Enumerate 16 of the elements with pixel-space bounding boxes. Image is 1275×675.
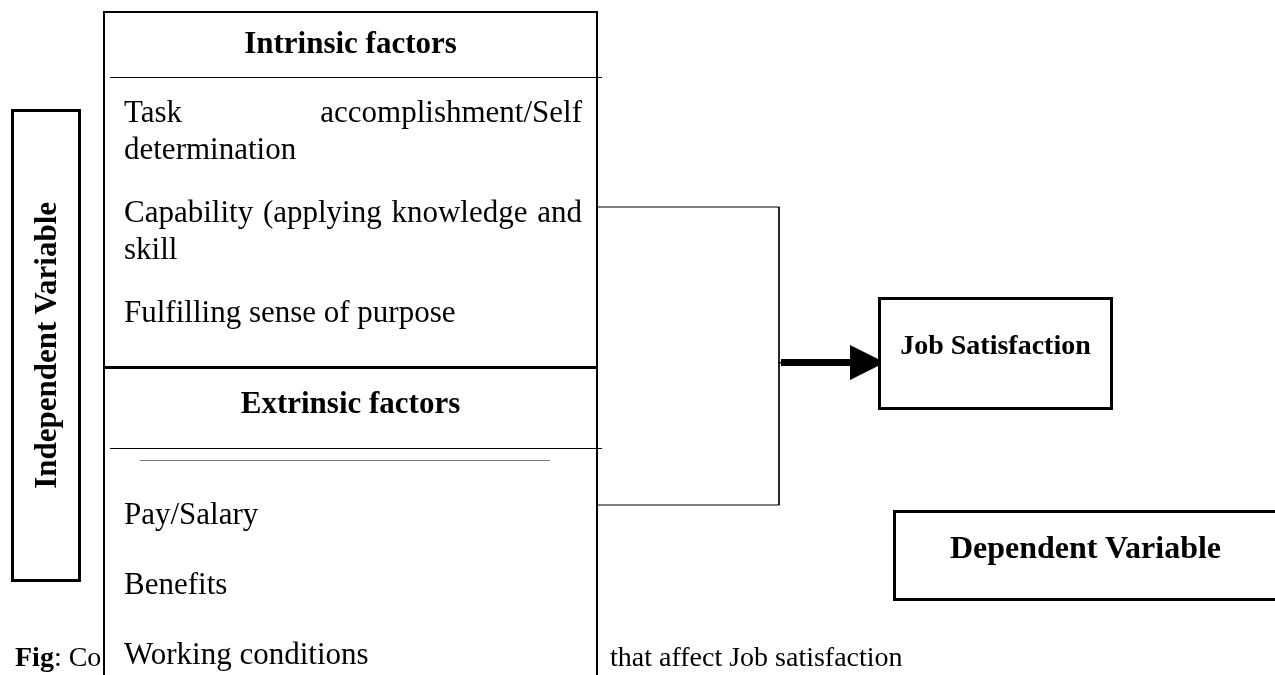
factor-item: Capability (applying knowledge and skill	[124, 193, 582, 267]
caption-text: that affect Job satisfaction	[610, 640, 903, 674]
variable-label: Dependent Variable	[949, 529, 1222, 565]
variable-label: Job Satisfaction	[900, 328, 1091, 362]
section-heading: Intrinsic factors	[243, 25, 458, 61]
variable-box	[11, 109, 81, 582]
factor-item: Fulfilling sense of purpose	[124, 293, 457, 330]
factor-item: Pay/Salary	[124, 495, 260, 532]
section-heading: Extrinsic factors	[239, 385, 462, 421]
caption-text: Fig: Co	[15, 640, 102, 674]
factor-item: Working conditions	[124, 635, 370, 672]
factor-item: Benefits	[124, 565, 229, 602]
factor-item: Task accomplishment/Self determination	[124, 93, 582, 167]
variable-box	[893, 510, 1275, 601]
outcome-box	[878, 297, 1113, 410]
variable-label: Independent Variable	[29, 202, 63, 489]
